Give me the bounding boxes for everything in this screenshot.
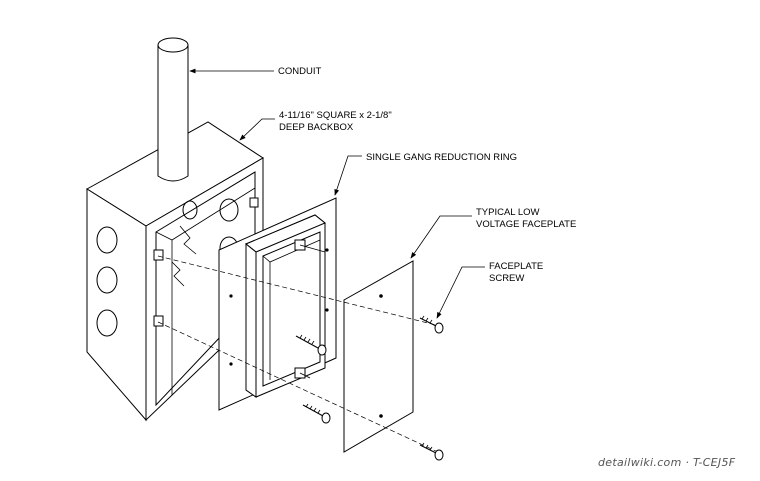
backbox bbox=[86, 121, 264, 422]
reduction-ring bbox=[218, 197, 337, 411]
screw-ring-bottom bbox=[302, 403, 331, 424]
knockout-1 bbox=[96, 226, 118, 254]
conduit-top bbox=[157, 37, 189, 53]
knockout-3 bbox=[96, 309, 118, 337]
leader-ring bbox=[334, 155, 362, 196]
label-conduit: CONDUIT bbox=[278, 66, 321, 77]
backbox-ear-bottom bbox=[153, 315, 164, 327]
knockout-2 bbox=[96, 266, 118, 294]
backbox-side-face bbox=[86, 188, 147, 422]
backbox-ear-top bbox=[153, 249, 164, 261]
knockout-back-1 bbox=[219, 198, 239, 222]
label-faceplate-line1: TYPICAL LOW bbox=[476, 207, 540, 218]
label-backbox-line2: DEEP BACKBOX bbox=[279, 122, 354, 133]
label-screw-line2: SCREW bbox=[489, 273, 524, 284]
screw-ring-top bbox=[295, 334, 327, 356]
alignment-lines bbox=[157, 244, 441, 454]
leader-faceplate bbox=[410, 215, 472, 259]
faceplate-hole-top bbox=[379, 294, 383, 298]
faceplate-screw-bottom bbox=[419, 442, 444, 461]
label-reduction-ring: SINGLE GANG REDUCTION RING bbox=[366, 152, 517, 163]
faceplate-screw-top bbox=[419, 315, 444, 334]
label-faceplate-line2: VOLTAGE FACEPLATE bbox=[476, 219, 576, 230]
faceplate-hole-bottom bbox=[379, 414, 383, 418]
label-screw-line1: FACEPLATE bbox=[489, 261, 543, 272]
leader-screw bbox=[436, 266, 485, 319]
faceplate-body bbox=[343, 260, 414, 453]
footer-credit: detailwiki.com · T-CEJ5F bbox=[598, 456, 736, 469]
leader-backbox bbox=[239, 118, 275, 141]
conduit bbox=[157, 37, 189, 182]
knockout-back-3 bbox=[182, 200, 198, 220]
leader-lines bbox=[189, 68, 485, 319]
faceplate bbox=[343, 260, 414, 453]
label-backbox-line1: 4-11/16" SQUARE x 2-1/8" bbox=[279, 110, 392, 121]
